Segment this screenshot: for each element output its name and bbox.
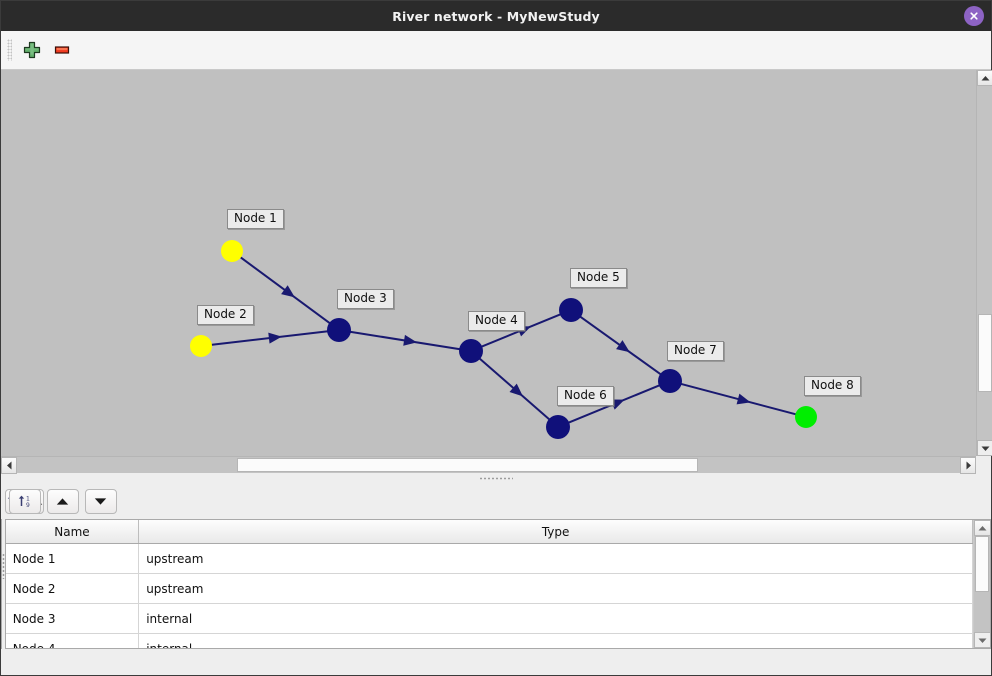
graph-edge-arrow (736, 393, 751, 405)
graph-node-node-8[interactable] (795, 406, 817, 428)
nodes-vertical-scrollbar[interactable] (973, 520, 991, 648)
title-bar: River network - MyNewStudy (1, 1, 991, 31)
network-graph-area: Node 1 Node 2 Node 3 Node 4 Node 5 Node 6 Node… (1, 70, 992, 474)
graph-edge-arrow (281, 285, 295, 298)
graph-node-node-5[interactable] (559, 298, 583, 322)
graph-node-label-node-8[interactable]: Node 8 (804, 376, 861, 396)
graph-node-node-1[interactable] (221, 240, 243, 262)
nodes-vscroll-thumb[interactable] (975, 536, 990, 592)
toolbar-grip[interactable] (7, 39, 12, 61)
graph-node-label-node-7[interactable]: Node 7 (667, 341, 724, 361)
graph-node-node-2[interactable] (190, 335, 212, 357)
nodes-cell[interactable]: upstream (138, 573, 974, 604)
graph-hscroll-thumb[interactable] (237, 458, 698, 472)
table-row[interactable]: Node 4internal (5, 633, 974, 648)
scroll-down-icon[interactable] (977, 440, 992, 456)
nodes-cell[interactable]: Node 2 (5, 573, 140, 604)
graph-edge-arrow (610, 399, 625, 410)
nodes-cell[interactable]: upstream (138, 543, 974, 574)
nodes-toolbar: 1 9 (5, 483, 991, 519)
add-node-button[interactable] (17, 35, 47, 65)
close-icon[interactable] (964, 6, 984, 26)
graph-edge-arrow (616, 340, 630, 353)
window-title: River network - MyNewStudy (392, 8, 600, 24)
vsplitter-grip (1, 553, 5, 579)
nodes-cell[interactable]: internal (138, 603, 974, 634)
graph-edge-arrow (509, 383, 523, 397)
status-bar (1, 649, 991, 675)
network-graph-svg (190, 240, 817, 439)
graph-node-node-3[interactable] (327, 318, 351, 342)
graph-vertical-scrollbar[interactable] (976, 70, 992, 456)
nodes-cell[interactable]: Node 4 (5, 633, 140, 648)
graph-node-label-node-5[interactable]: Node 5 (570, 268, 627, 288)
graph-node-node-4[interactable] (459, 339, 483, 363)
nodes-column-header[interactable]: Type (138, 520, 974, 544)
nodes-column-header[interactable]: Name (5, 520, 140, 544)
graph-edge-arrow (403, 334, 417, 346)
nodes-cell[interactable]: Node 3 (5, 603, 140, 634)
nodes-vscroll-track[interactable] (974, 536, 991, 632)
main-toolbar (1, 31, 991, 70)
graph-node-label-node-6[interactable]: Node 6 (557, 386, 614, 406)
graph-vscroll-thumb[interactable] (978, 314, 992, 392)
graph-node-label-node-4[interactable]: Node 4 (468, 311, 525, 331)
remove-node-button[interactable] (47, 35, 77, 65)
graph-node-label-node-1[interactable]: Node 1 (227, 209, 284, 229)
graph-node-node-7[interactable] (658, 369, 682, 393)
scroll-down-icon[interactable] (974, 632, 991, 648)
graph-edge-arrow (268, 332, 282, 344)
svg-text:1: 1 (26, 495, 30, 502)
nodes-move-down-button[interactable] (84, 488, 117, 514)
scroll-left-icon[interactable] (1, 457, 17, 474)
horizontal-splitter[interactable] (1, 474, 991, 483)
nodes-cell[interactable]: internal (138, 633, 974, 648)
graph-node-label-node-2[interactable]: Node 2 (197, 305, 254, 325)
graph-vscroll-track[interactable] (977, 86, 992, 440)
nodes-cell[interactable]: Node 1 (5, 543, 140, 574)
graph-node-node-6[interactable] (546, 415, 570, 439)
nodes-sort-button[interactable]: 1 9 (8, 488, 41, 514)
scroll-up-icon[interactable] (974, 520, 991, 536)
svg-text:9: 9 (26, 502, 30, 509)
graph-node-label-node-3[interactable]: Node 3 (337, 289, 394, 309)
splitter-grip (479, 477, 513, 480)
scroll-up-icon[interactable] (977, 70, 992, 86)
graph-horizontal-scrollbar[interactable] (1, 456, 976, 474)
vertical-splitter[interactable] (1, 483, 5, 649)
network-canvas[interactable]: Node 1 Node 2 Node 3 Node 4 Node 5 Node 6 Node… (1, 70, 976, 456)
nodes-move-up-button[interactable] (46, 488, 79, 514)
scroll-right-icon[interactable] (960, 457, 976, 474)
